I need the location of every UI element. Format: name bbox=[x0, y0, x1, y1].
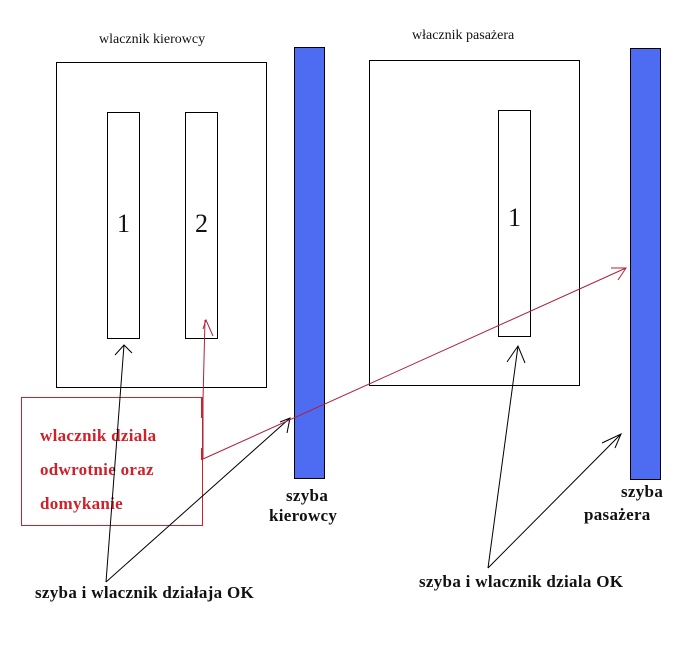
passenger-window-label-1: szyba bbox=[621, 482, 664, 501]
slot-number: 1 bbox=[508, 203, 521, 232]
driver-switch-slot-1: 1 bbox=[107, 112, 140, 339]
passenger-window-glass bbox=[630, 48, 661, 480]
fault-note-line-1: wlacznik dziala bbox=[40, 426, 157, 445]
arrowhead-icon bbox=[601, 432, 622, 449]
fault-note-line-2: odwrotnie oraz bbox=[40, 460, 154, 479]
driver-switch-slot-2: 2 bbox=[185, 112, 218, 339]
passenger-ok-caption: szyba i wlacznik dziala OK bbox=[419, 572, 624, 591]
slot-number: 1 bbox=[117, 209, 130, 238]
driver-switch-title: wlacznik kierowcy bbox=[99, 32, 206, 47]
passenger-switch-title: włacznik pasażera bbox=[412, 28, 515, 43]
driver-switch-panel: 1 2 bbox=[56, 62, 267, 388]
passenger-switch-slot-1: 1 bbox=[498, 110, 531, 337]
arrow-passenger-ok-to-glass bbox=[487, 433, 622, 569]
driver-window-label-2: kierowcy bbox=[269, 506, 338, 525]
arrowhead-icon bbox=[279, 417, 291, 434]
driver-ok-caption: szyba i wlacznik działaja OK bbox=[35, 583, 255, 602]
passenger-switch-panel: 1 bbox=[369, 60, 580, 386]
driver-window-label-1: szyba bbox=[286, 486, 329, 505]
fault-note-box: wlacznik dziala odwrotnie oraz domykanie bbox=[21, 397, 203, 526]
fault-note-line-3: domykanie bbox=[40, 494, 123, 513]
arrowhead-icon bbox=[611, 267, 627, 281]
slot-number: 2 bbox=[195, 209, 208, 238]
passenger-window-label-2: pasażera bbox=[584, 505, 651, 524]
driver-window-glass bbox=[294, 47, 325, 479]
